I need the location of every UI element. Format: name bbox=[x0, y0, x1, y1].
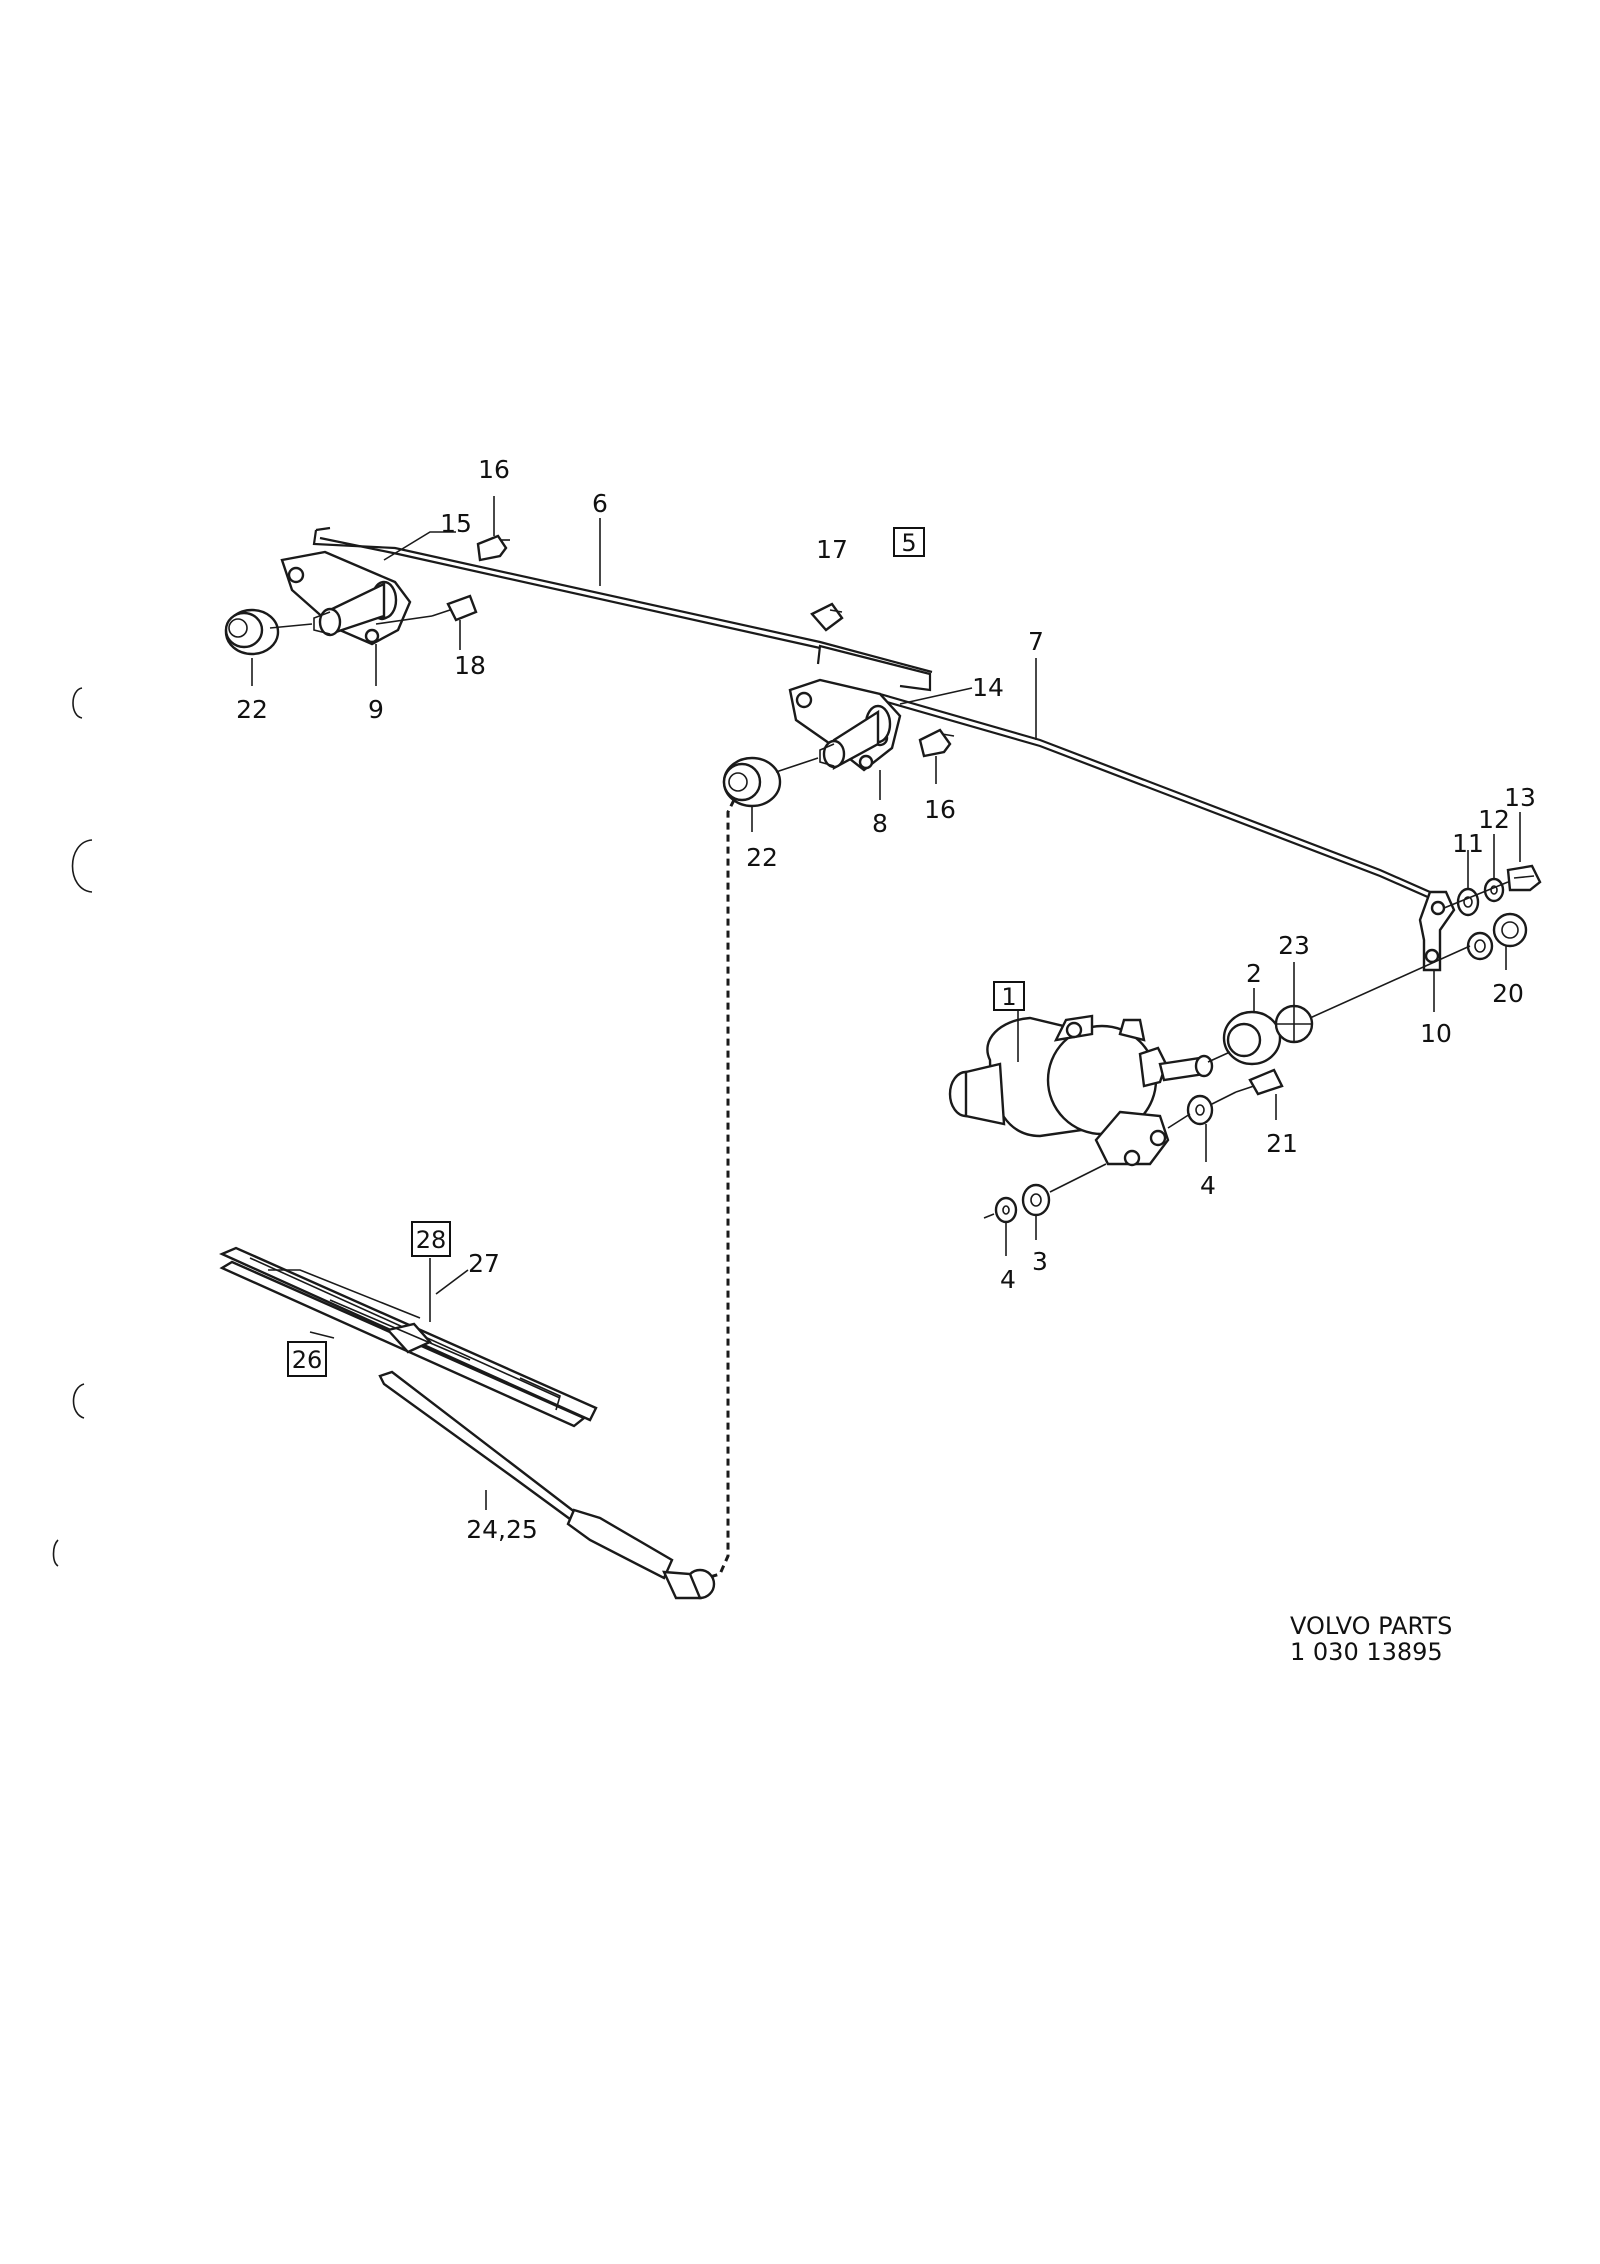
callout-16-top: 16 bbox=[478, 455, 510, 484]
leader-left-shaft bbox=[269, 623, 313, 629]
left-pivot-shaft bbox=[313, 580, 398, 637]
footer-reference: VOLVO PARTS 1 030 13895 bbox=[1290, 1612, 1452, 1666]
callout-22-mid: 22 bbox=[746, 843, 778, 872]
callout-6: 6 bbox=[592, 489, 608, 518]
callout-23: 23 bbox=[1278, 931, 1310, 960]
callout-11: 11 bbox=[1452, 829, 1484, 858]
link-rod-7 bbox=[816, 644, 1431, 900]
callout-22-left: 22 bbox=[236, 695, 268, 724]
callout-3: 3 bbox=[1032, 1247, 1048, 1276]
wiper-arm bbox=[378, 1370, 716, 1600]
washer-11 bbox=[1456, 887, 1480, 917]
callout-20: 20 bbox=[1492, 979, 1524, 1008]
callout-21: 21 bbox=[1266, 1129, 1298, 1158]
leader-middle-shaft bbox=[775, 757, 819, 773]
bolt-18 bbox=[431, 594, 478, 622]
wiper-motor bbox=[948, 1014, 1214, 1167]
crank-arm-10 bbox=[1418, 890, 1456, 972]
middle-grommet-22 bbox=[722, 756, 782, 808]
callout-10: 10 bbox=[1420, 1019, 1452, 1048]
clip-16-mid bbox=[918, 728, 955, 758]
leader-bolt-18 bbox=[375, 615, 433, 625]
washer-4-right bbox=[1186, 1094, 1214, 1126]
scan-margin-marks bbox=[52, 687, 93, 1567]
wiper-blade bbox=[219, 1246, 598, 1428]
nut-23 bbox=[1274, 1004, 1314, 1044]
callout-24-25: 24,25 bbox=[466, 1515, 538, 1544]
bolt-21 bbox=[1235, 1068, 1284, 1096]
link-rod-6 bbox=[312, 526, 933, 674]
svg-text:28: 28 bbox=[416, 1226, 447, 1254]
leader-motor-shaft bbox=[1207, 945, 1471, 1063]
svg-text:26: 26 bbox=[292, 1346, 323, 1374]
boxed-callout-5: 5 bbox=[893, 527, 925, 557]
callout-27: 27 bbox=[468, 1249, 500, 1278]
assembly-dashed-line bbox=[699, 799, 736, 1582]
boxed-callout-28: 28 bbox=[411, 1221, 451, 1257]
callout-14: 14 bbox=[972, 673, 1004, 702]
leader-crank-pin bbox=[1443, 881, 1509, 909]
callout-numbers: 16 6 15 17 7 14 22 9 18 8 16 22 13 12 11… bbox=[236, 455, 1536, 1544]
washer-4-left bbox=[994, 1196, 1018, 1224]
callout-4-left: 4 bbox=[1000, 1265, 1016, 1294]
middle-pivot-shaft bbox=[819, 704, 892, 771]
callout-2: 2 bbox=[1246, 959, 1262, 988]
bushing-2 bbox=[1222, 1010, 1282, 1066]
callout-4-right: 4 bbox=[1200, 1171, 1216, 1200]
callout-17: 17 bbox=[816, 535, 848, 564]
boxed-callout-26: 26 bbox=[287, 1341, 327, 1377]
leader-bolt-21 bbox=[1167, 1091, 1237, 1129]
callout-13: 13 bbox=[1504, 783, 1536, 812]
washer-20-a bbox=[1466, 931, 1494, 961]
callout-15: 15 bbox=[440, 509, 472, 538]
left-grommet-22 bbox=[224, 608, 280, 656]
svg-text:5: 5 bbox=[901, 529, 916, 557]
washer-3 bbox=[1021, 1183, 1051, 1217]
footer-part-number: 1 030 13895 bbox=[1290, 1638, 1443, 1666]
callout-18: 18 bbox=[454, 651, 486, 680]
boxed-callout-1: 1 bbox=[993, 981, 1025, 1011]
footer-brand: VOLVO PARTS bbox=[1290, 1612, 1452, 1640]
clip-17 bbox=[810, 602, 844, 632]
nut-20 bbox=[1492, 912, 1528, 948]
callout-16-mid: 16 bbox=[924, 795, 956, 824]
callout-leaders bbox=[251, 496, 1521, 1510]
callout-8: 8 bbox=[872, 809, 888, 838]
callout-7: 7 bbox=[1028, 627, 1044, 656]
callout-12: 12 bbox=[1478, 805, 1510, 834]
leader-washers bbox=[983, 1163, 1107, 1219]
clip-16-top bbox=[476, 534, 510, 562]
callout-9: 9 bbox=[368, 695, 384, 724]
washer-12 bbox=[1483, 877, 1505, 903]
clip-13 bbox=[1506, 864, 1542, 892]
svg-text:1: 1 bbox=[1001, 983, 1016, 1011]
